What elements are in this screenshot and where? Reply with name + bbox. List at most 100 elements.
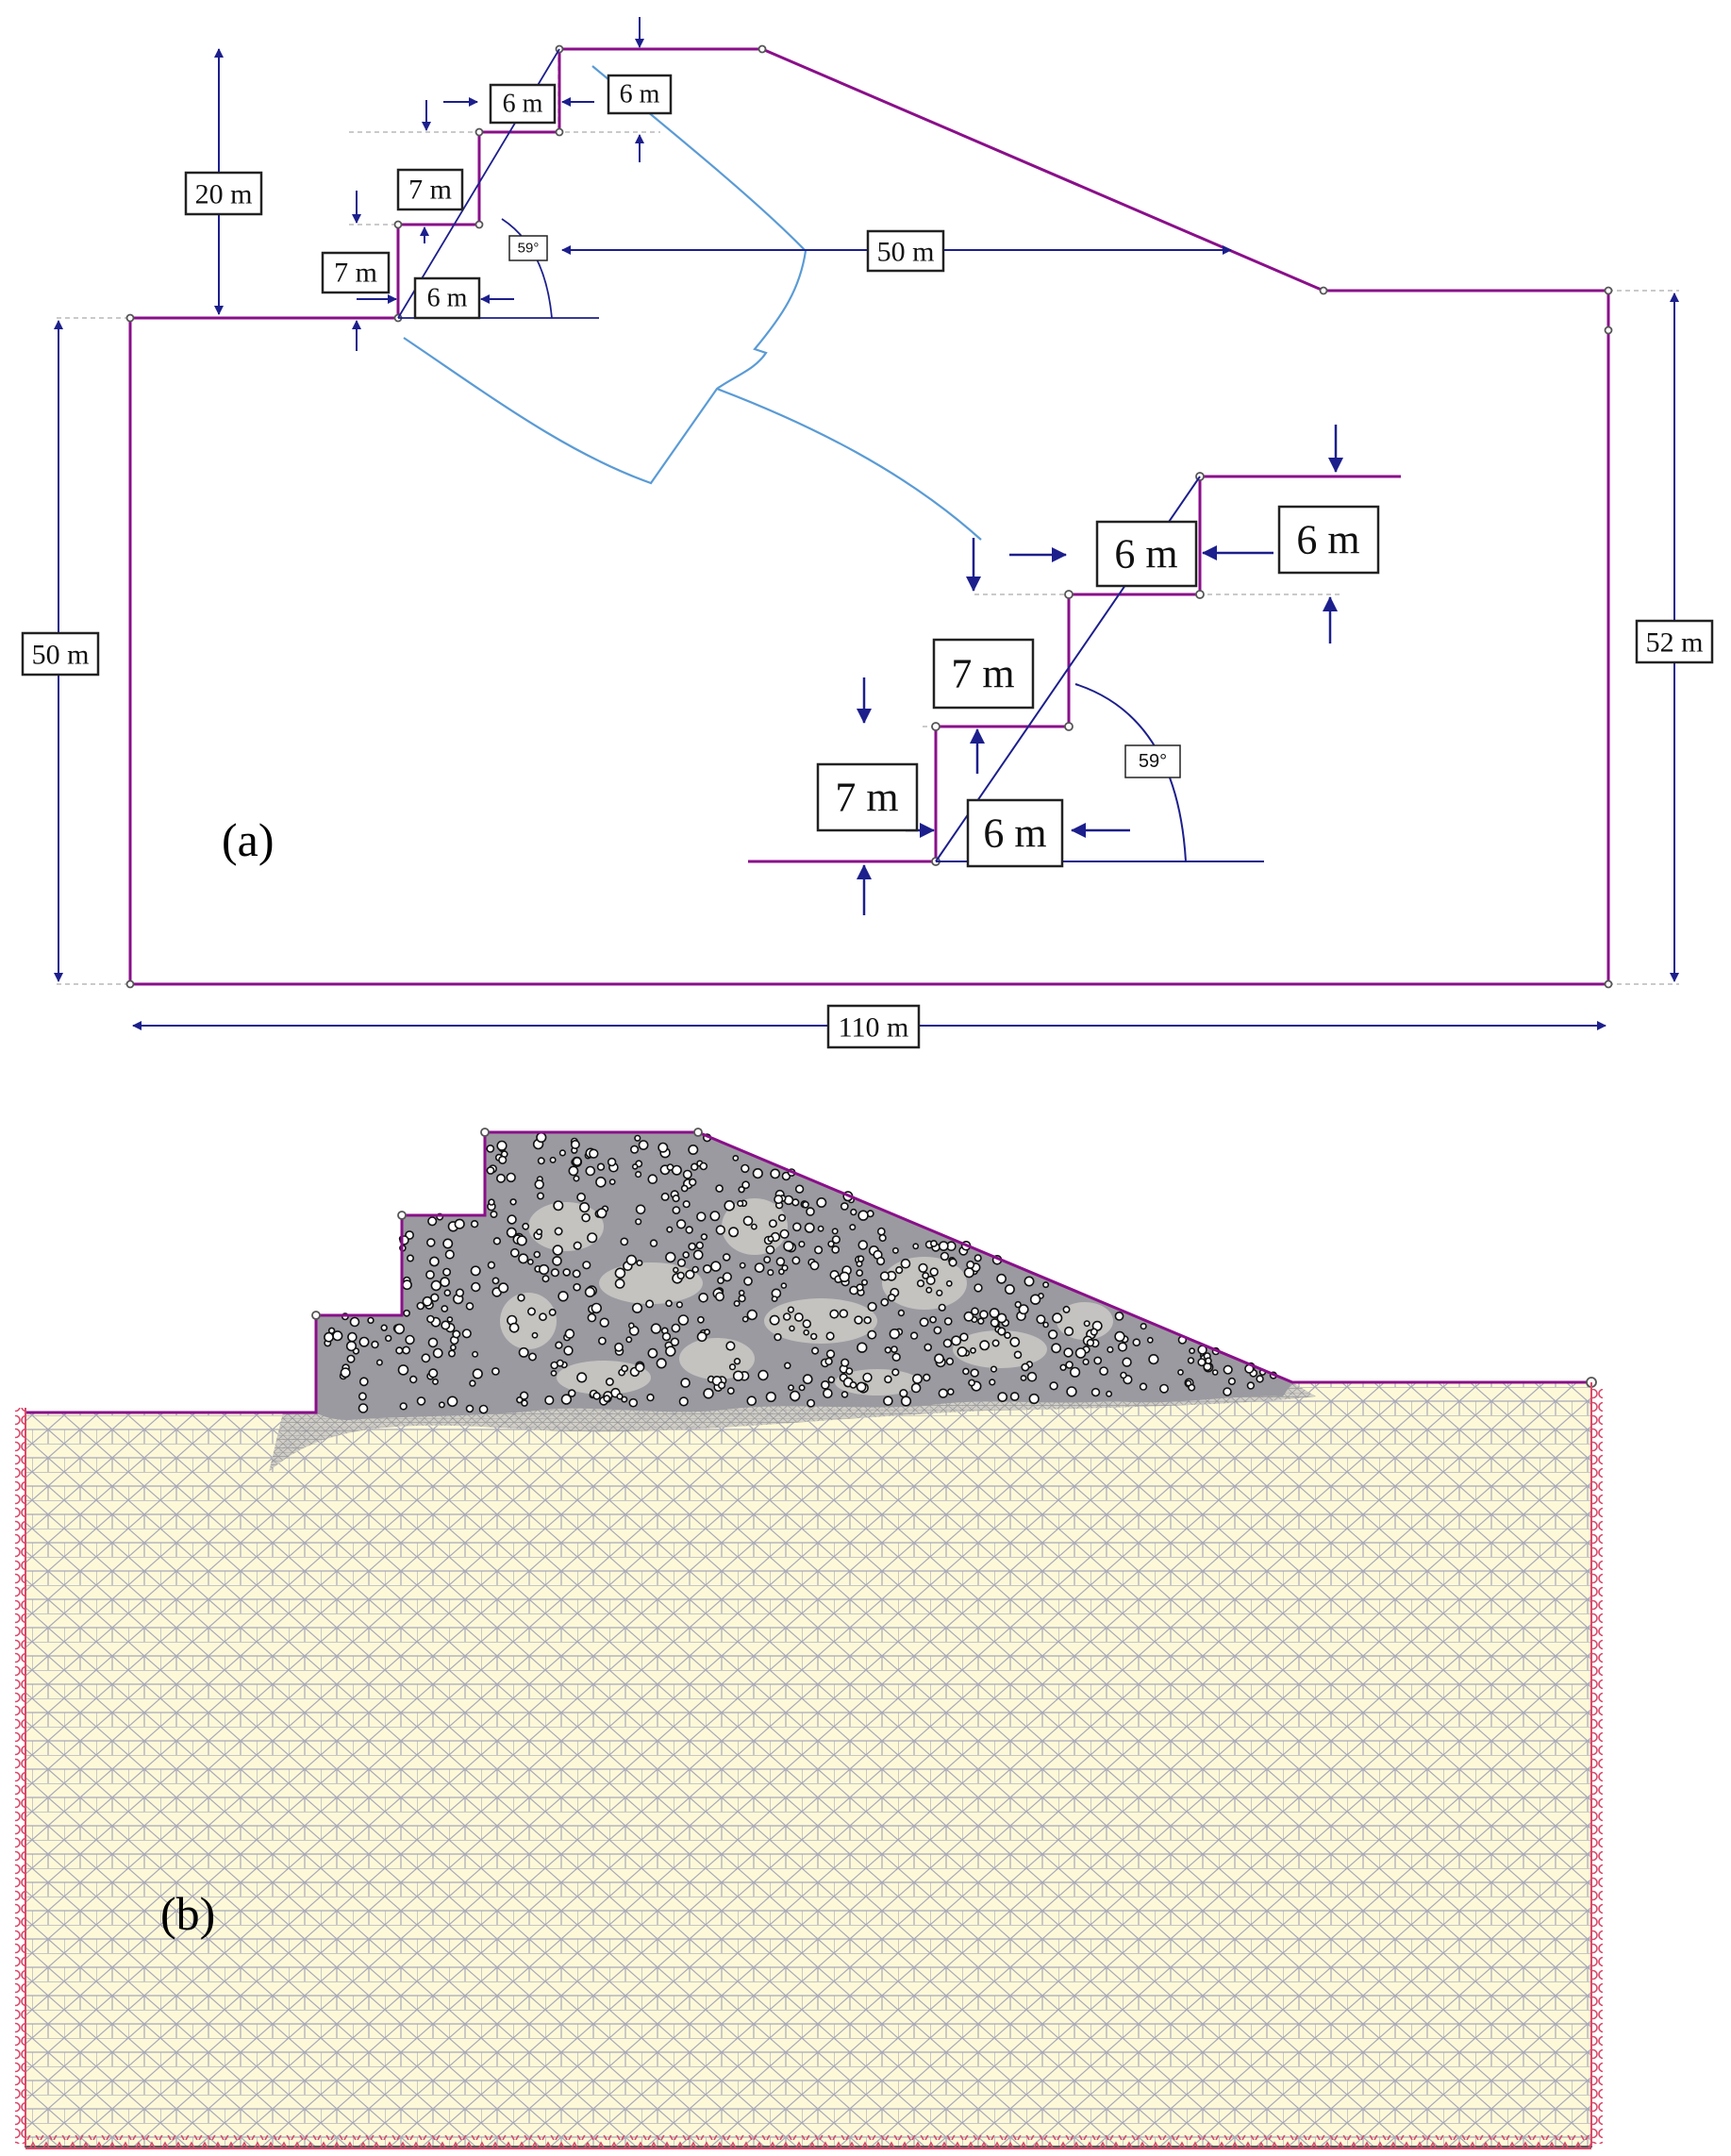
- rock-block: [887, 1293, 896, 1302]
- rock-block: [1120, 1371, 1127, 1379]
- rock-block: [997, 1327, 1007, 1336]
- rock-block: [1004, 1284, 1015, 1295]
- rock-block: [471, 1281, 481, 1293]
- rock-block: [739, 1262, 746, 1269]
- dim-bench-top-width: 6 m: [489, 83, 557, 125]
- rock-block: [346, 1354, 356, 1363]
- rock-block: [889, 1328, 900, 1340]
- rock-block: [807, 1398, 816, 1408]
- rock-block: [385, 1334, 392, 1343]
- rock-block: [725, 1341, 736, 1351]
- rock-block: [1140, 1322, 1147, 1330]
- dim-slope-angle: 59°: [508, 235, 548, 261]
- rock-block: [774, 1332, 782, 1342]
- rock-block: [560, 1394, 573, 1405]
- rock-block: [678, 1396, 689, 1407]
- rock-block: [1197, 1358, 1207, 1367]
- rock-block: [1083, 1320, 1090, 1328]
- rock-block: [587, 1232, 598, 1244]
- rock-block: [916, 1279, 925, 1288]
- rock-block: [798, 1384, 806, 1392]
- rock-block: [591, 1302, 602, 1314]
- rock-particles: [324, 1131, 1277, 1414]
- rock-block: [550, 1268, 560, 1278]
- rock-block: [647, 1347, 658, 1359]
- rock-block: [802, 1200, 809, 1209]
- rock-block: [946, 1388, 955, 1396]
- rock-block: [717, 1381, 726, 1390]
- dim-model-width: 110 m: [826, 1004, 921, 1049]
- rock-block: [857, 1342, 868, 1353]
- rock-block: [452, 1329, 461, 1339]
- rock-block: [726, 1387, 735, 1396]
- rock-block: [900, 1258, 911, 1269]
- rock-block: [614, 1279, 625, 1289]
- rock-block: [824, 1357, 833, 1366]
- rock-block: [572, 1157, 582, 1167]
- rock-block: [741, 1180, 750, 1190]
- rock-block: [697, 1315, 705, 1324]
- rock-block: [635, 1362, 645, 1373]
- rock-block: [1122, 1357, 1132, 1367]
- rock-block: [406, 1254, 414, 1262]
- rock-block: [752, 1167, 763, 1179]
- rock-block: [827, 1376, 836, 1384]
- rock-block: [763, 1256, 772, 1264]
- rock-block: [923, 1373, 931, 1382]
- rock-block: [531, 1331, 539, 1339]
- rock-block: [1026, 1371, 1038, 1382]
- rock-block: [782, 1312, 791, 1321]
- rock-block: [1021, 1362, 1030, 1372]
- detail-bench-low-width: 6 m: [966, 798, 1064, 868]
- rock-block: [1107, 1345, 1114, 1353]
- boundary-nodes: [125, 44, 1613, 989]
- rock-block: [665, 1299, 673, 1308]
- rock-block: [769, 1314, 780, 1326]
- rock-block: [791, 1198, 800, 1207]
- rock-block: [581, 1212, 591, 1223]
- rock-block: [767, 1268, 774, 1277]
- rock-block: [990, 1365, 998, 1373]
- rock-block: [478, 1404, 489, 1414]
- rock-block: [823, 1388, 833, 1399]
- rock-block: [402, 1345, 411, 1355]
- rock-block: [549, 1156, 557, 1163]
- rock-block: [518, 1346, 529, 1358]
- rock-block: [340, 1367, 351, 1379]
- rock-block: [1090, 1387, 1101, 1397]
- rock-block: [536, 1131, 547, 1144]
- rock-block: [738, 1289, 745, 1296]
- rock-block: [1187, 1357, 1195, 1364]
- rock-block: [690, 1162, 699, 1171]
- rock-block: [728, 1363, 737, 1371]
- rock-block: [737, 1199, 744, 1208]
- detail-bench-top-width: 6 m: [1095, 520, 1198, 588]
- rock-block: [358, 1392, 367, 1401]
- rock-block: [724, 1200, 736, 1212]
- rock-block: [536, 1228, 543, 1236]
- rock-block: [942, 1338, 953, 1348]
- rock-block: [584, 1286, 596, 1297]
- rock-block: [891, 1352, 901, 1362]
- rock-block: [470, 1265, 481, 1277]
- rock-block: [738, 1185, 745, 1194]
- rock-block: [1028, 1393, 1040, 1405]
- rock-block: [825, 1331, 835, 1341]
- rock-block: [672, 1206, 681, 1214]
- rock-block: [598, 1336, 607, 1345]
- rock-block: [576, 1192, 586, 1202]
- rock-block: [746, 1309, 757, 1321]
- rock-block: [634, 1170, 642, 1178]
- rock-block: [596, 1162, 606, 1171]
- rock-block: [371, 1340, 379, 1349]
- rock-block: [629, 1145, 640, 1154]
- rock-block: [884, 1346, 891, 1354]
- rock-block: [791, 1256, 801, 1265]
- rock-block: [675, 1219, 687, 1229]
- rock-block: [1132, 1338, 1141, 1346]
- rock-block: [840, 1202, 849, 1211]
- rock-block: [1051, 1343, 1061, 1354]
- rock-block: [671, 1323, 681, 1333]
- rock-block: [1223, 1387, 1232, 1396]
- rock-block: [425, 1238, 436, 1247]
